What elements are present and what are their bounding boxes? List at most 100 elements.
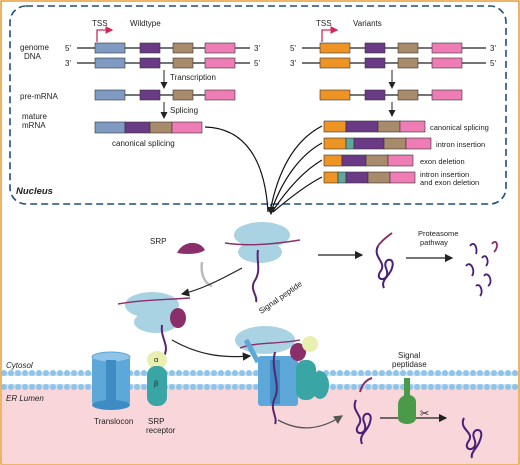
wt-tss-label: TSS (92, 19, 108, 28)
lipid-head (85, 370, 91, 376)
lipid-head (414, 384, 420, 390)
lipid-head (498, 384, 504, 390)
lipid-head (449, 370, 455, 376)
lipid-head (64, 370, 70, 376)
isoform-intron-and-exon (323, 171, 416, 184)
lipid-head (43, 384, 49, 390)
lipid-head (176, 370, 182, 376)
mature-protein (461, 417, 483, 459)
lipid-head (246, 384, 252, 390)
lipid-head (22, 370, 28, 376)
lipid-head (85, 384, 91, 390)
lipid-head (505, 370, 511, 376)
lipid-head (15, 370, 21, 376)
lipid-head (400, 370, 406, 376)
srp-icon (177, 242, 205, 254)
lipid-head (407, 370, 413, 376)
lipid-head (330, 384, 336, 390)
lipid-head (57, 384, 63, 390)
lipid-head (225, 370, 231, 376)
lipid-head (29, 384, 35, 390)
lipid-head (463, 370, 469, 376)
lipid-head (253, 370, 259, 376)
lipid-head (225, 384, 231, 390)
lipid-head (512, 384, 518, 390)
lipid-head (351, 384, 357, 390)
srp-label: SRP (150, 237, 166, 246)
ribosome-free (234, 222, 290, 263)
lipid-head (134, 370, 140, 376)
scissors-icon: ✂ (420, 408, 429, 420)
variants-panel: TSS Variants 5' 3' 3' 5' (290, 19, 496, 187)
lipid-head (491, 384, 497, 390)
lipid-head (141, 370, 147, 376)
var-genome-exons (319, 42, 463, 69)
lipid-head (64, 384, 70, 390)
lipid-head (449, 384, 455, 390)
wt-5prime-bot: 5' (254, 59, 260, 68)
isoform-canonical (323, 120, 426, 133)
wt-premrna-exons (94, 89, 236, 101)
srp-receptor-icon (147, 351, 167, 406)
lipid-head (239, 370, 245, 376)
lipid-head (253, 384, 259, 390)
isoform-intron-insertion (323, 137, 432, 150)
lipid-head (1, 370, 7, 376)
lipid-head (211, 384, 217, 390)
lipid-head (372, 384, 378, 390)
lipid-head (1, 384, 7, 390)
lipid-head (50, 384, 56, 390)
lipid-head (211, 370, 217, 376)
lipid-head (22, 384, 28, 390)
lipid-head (393, 370, 399, 376)
var-3prime-bot: 3' (290, 59, 296, 68)
beta-label: β (154, 379, 159, 388)
lipid-head (239, 384, 245, 390)
isoform-label-2: exon deletion (420, 157, 465, 166)
lipid-head (204, 370, 210, 376)
lipid-head (183, 370, 189, 376)
lipid-head (379, 384, 385, 390)
translocon-label: Translocon (94, 417, 133, 426)
translocon-complex (235, 326, 329, 425)
lipid-head (197, 384, 203, 390)
lipid-head (344, 384, 350, 390)
lipid-head (246, 370, 252, 376)
nucleus-boundary (9, 5, 507, 205)
nucleus-title: Nucleus (16, 186, 53, 197)
lipid-head (78, 370, 84, 376)
lipid-head (414, 370, 420, 376)
export-curves (204, 125, 323, 213)
lipid-head (232, 384, 238, 390)
lipid-head (141, 384, 147, 390)
lipid-head (78, 384, 84, 390)
lipid-head (372, 370, 378, 376)
lipid-head (428, 384, 434, 390)
var-3prime-top: 3' (490, 44, 496, 53)
lipid-head (386, 370, 392, 376)
lipid-head (190, 370, 196, 376)
var-heading: Variants (353, 19, 382, 28)
lipid-head (393, 384, 399, 390)
row-premrna-label: pre-mRNA (20, 92, 58, 101)
lipid-head (197, 370, 203, 376)
degraded-fragments (465, 240, 498, 297)
lipid-head (484, 384, 490, 390)
var-5prime-top: 5' (290, 44, 296, 53)
var-5prime-bot: 5' (490, 59, 496, 68)
lipid-head (421, 384, 427, 390)
lipid-head (218, 370, 224, 376)
lipid-head (169, 370, 175, 376)
isoform-label-1: intron insertion (436, 140, 485, 149)
ribosome-srp-complex (117, 292, 191, 357)
cytosol-label: Cytosol (6, 361, 33, 370)
signal-peptide-chain (251, 249, 260, 303)
